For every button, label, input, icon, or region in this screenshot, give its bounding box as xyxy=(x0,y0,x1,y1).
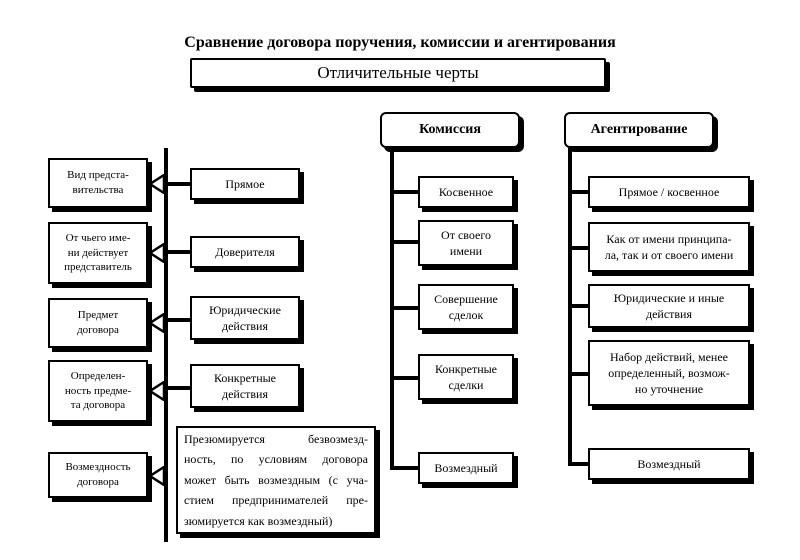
connector-line xyxy=(392,466,418,470)
agency-box-direct-indirect: Прямое / косвенное xyxy=(588,176,750,208)
connector-line xyxy=(166,318,190,322)
main-header-label: Отличительные черты xyxy=(317,62,479,82)
arrow-icon xyxy=(148,174,166,194)
agency-header-label: Агентирование xyxy=(590,121,688,137)
connector-line xyxy=(166,386,190,390)
mandate-box-principal: Доверителя xyxy=(190,236,300,268)
mandate-box-direct: Прямое xyxy=(190,168,300,200)
connector-line xyxy=(166,182,190,186)
arrow-icon xyxy=(148,243,166,263)
connector-line xyxy=(570,372,588,376)
connector-line xyxy=(570,304,588,308)
commission-box-indirect: Косвенное xyxy=(418,176,514,208)
connector-line xyxy=(570,190,588,194)
arrow-icon xyxy=(148,313,166,333)
connector-line xyxy=(392,376,418,380)
connector-line xyxy=(392,190,418,194)
agency-box-principal-or-own-name: Как от имени принципа-ла, так и от своег… xyxy=(588,222,750,272)
connector-line xyxy=(392,240,418,244)
connector-line xyxy=(570,462,588,466)
arrow-icon xyxy=(148,381,166,401)
criterion-box-representation: Вид предста-вительства xyxy=(48,158,148,208)
commission-header-label: Комиссия xyxy=(419,121,481,137)
agency-header-box: Агентирование xyxy=(564,112,714,148)
mandate-spine xyxy=(164,148,168,542)
commission-header-box: Комиссия xyxy=(380,112,520,148)
criterion-box-definiteness: Определен-ность предме-та договора xyxy=(48,360,148,422)
mandate-box-gratuitous: Презюмируется безвозмезд- ность, по усло… xyxy=(176,426,376,534)
arrow-icon xyxy=(148,466,166,486)
main-header-box: Отличительные черты xyxy=(190,58,606,88)
connector-line xyxy=(570,246,588,250)
diagram-title: Сравнение договора поручения, комиссии и… xyxy=(184,34,616,51)
agency-box-compensated: Возмездный xyxy=(588,448,750,480)
connector-line xyxy=(392,306,418,310)
connector-line xyxy=(166,250,190,254)
commission-box-compensated: Возмездный xyxy=(418,452,514,484)
